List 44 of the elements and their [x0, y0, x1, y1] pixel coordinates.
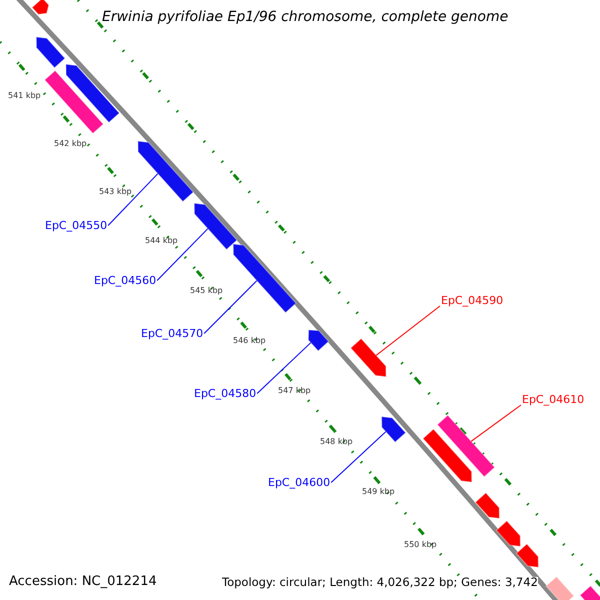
scale-label: 543 kbp — [99, 188, 132, 196]
scale-label: 545 kbp — [190, 287, 223, 295]
leader-line — [108, 173, 158, 226]
gene-feature — [474, 492, 500, 519]
info-text: Accession: NC_012214 — [9, 575, 157, 588]
info-text: Topology: circular; Length: 4,026,322 bp; Genes: 3,742 — [222, 577, 538, 588]
gene-feature — [308, 329, 330, 352]
leader-line — [204, 280, 258, 334]
gene-feature — [232, 243, 297, 314]
gene-feature — [516, 543, 539, 568]
leader-line — [470, 404, 522, 442]
gene-feature — [436, 414, 496, 478]
gene-feature — [545, 576, 575, 600]
gene-feature — [422, 428, 472, 483]
gene-feature — [381, 416, 406, 443]
gene-label: EpC_04580 — [194, 388, 256, 399]
gene-label: EpC_04600 — [268, 477, 330, 488]
title: Erwinia pyrifoliae Ep1/96 chromosome, complete genome — [102, 10, 508, 24]
leader-line — [376, 306, 440, 356]
scale-label: 544 kbp — [145, 237, 178, 245]
gene-label: EpC_04560 — [94, 275, 156, 286]
gene-feature — [31, 0, 50, 15]
scale-label: 546 kbp — [233, 337, 266, 345]
scale-label: 549 kbp — [362, 488, 395, 496]
gene-feature — [137, 140, 194, 202]
gene-feature — [65, 64, 120, 124]
gene-label: EpC_04610 — [522, 394, 584, 405]
gene-feature — [579, 585, 600, 600]
leader-line — [156, 228, 208, 281]
leader-line — [330, 431, 386, 483]
gene-feature — [36, 36, 66, 68]
leader-line — [256, 342, 312, 394]
gene-feature — [350, 338, 387, 378]
gene-feature — [44, 70, 104, 134]
gene-feature — [496, 520, 521, 547]
gene-label: EpC_04570 — [141, 328, 204, 339]
gene-feature — [194, 202, 238, 250]
scale-label: 547 kbp — [278, 387, 311, 395]
scale-label: 542 kbp — [54, 140, 87, 148]
scale-label: 550 kbp — [404, 541, 437, 549]
gene-label: EpC_04550 — [45, 220, 108, 231]
scale-label: 548 kbp — [320, 438, 353, 446]
gene-label: EpC_04590 — [441, 295, 504, 306]
scale-label: 541 kbp — [8, 92, 41, 100]
